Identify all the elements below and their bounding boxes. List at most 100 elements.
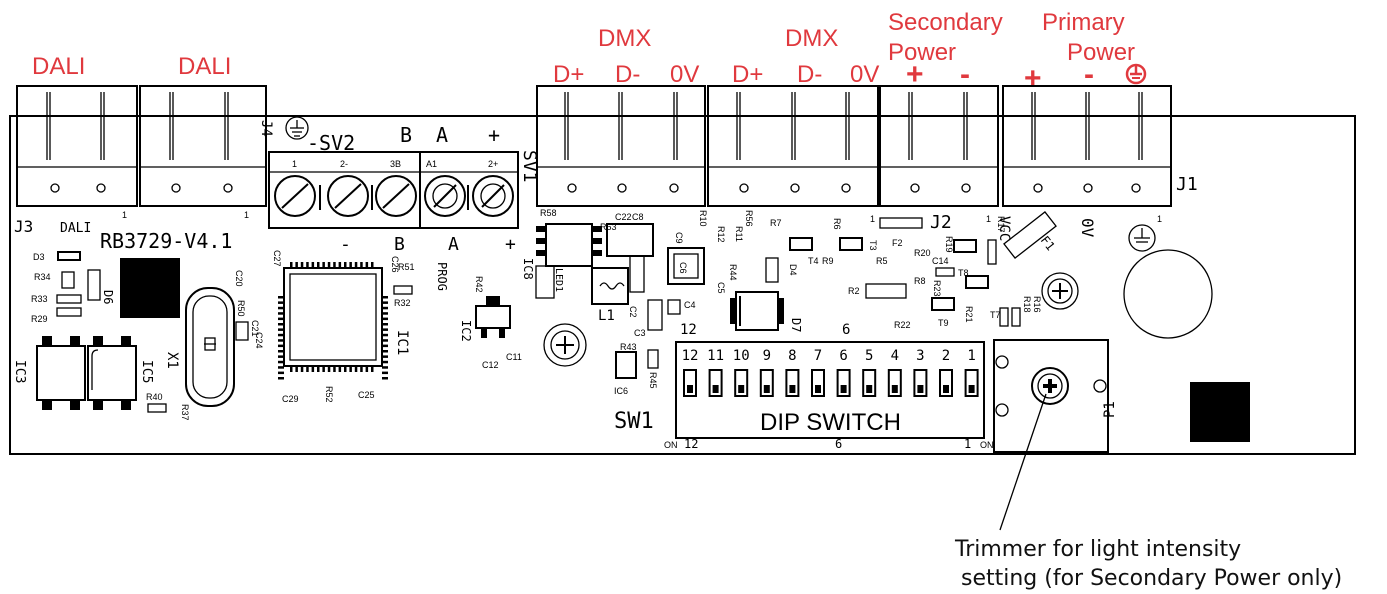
- sv2-screw-terminal: [268, 151, 519, 229]
- dip-lever-6[interactable]: [836, 369, 851, 397]
- transistor-near-r17: [953, 239, 977, 253]
- dip-lever-8[interactable]: [785, 369, 800, 397]
- resistor-r-top: [879, 217, 923, 229]
- r33-resistor: [56, 294, 82, 304]
- dip-number-12: 12: [682, 348, 699, 364]
- dip-lever-knob-12: [687, 385, 693, 393]
- r8-label: R8: [914, 276, 926, 286]
- dip-top-12: 12: [680, 322, 697, 338]
- secondary-pin-minus: -: [960, 58, 970, 91]
- c4-label: C4: [684, 300, 696, 310]
- r32-resistor: [393, 285, 413, 295]
- ic5-chip: [87, 336, 137, 410]
- dip-lever-1[interactable]: [964, 369, 979, 397]
- dip-lever-9[interactable]: [759, 369, 774, 397]
- r20-label: R20: [914, 248, 931, 258]
- c14-label: C14: [932, 256, 949, 266]
- r2-label: R2: [848, 286, 860, 296]
- board-version-label: RB3729-V4.1: [100, 229, 232, 253]
- ic5-label: IC5: [139, 360, 154, 383]
- sv2-bottom-plus: +: [505, 234, 516, 255]
- dip-lever-10[interactable]: [734, 369, 749, 397]
- dip-lever-4[interactable]: [887, 369, 902, 397]
- r37-label: R37: [180, 404, 190, 421]
- r40-resistor: [147, 403, 167, 413]
- dip-number-5: 5: [865, 348, 873, 364]
- dali-label-2: DALI: [178, 53, 231, 80]
- ic6-label: IC6: [614, 386, 628, 396]
- j1-pin1: 1: [1157, 214, 1162, 224]
- d6-label: D6: [101, 290, 115, 304]
- dip-lever-11[interactable]: [708, 369, 723, 397]
- c6-label: C6: [678, 262, 688, 274]
- c26-label: C26: [390, 256, 400, 273]
- dmx1-pin-0v: 0V: [670, 61, 699, 88]
- r52-label: R52: [324, 386, 334, 403]
- dip-lever-7[interactable]: [811, 369, 825, 397]
- c11-label: C11: [506, 352, 522, 362]
- led1: [535, 265, 555, 299]
- sw1-label: SW1: [614, 409, 654, 434]
- primary-pin-plus: +: [1024, 62, 1042, 95]
- j4-label: J4: [258, 120, 274, 137]
- c4-capacitor: [667, 299, 681, 315]
- c21-capacitor: [235, 321, 249, 341]
- pcb-outline: [9, 115, 1356, 455]
- dali-label-1: DALI: [32, 53, 85, 80]
- component-black-square-left: [120, 258, 180, 318]
- t4-label: T4: [808, 256, 819, 266]
- c24-label: C24: [254, 332, 264, 349]
- d6-diode: [87, 269, 101, 301]
- sv2-header-b: B: [400, 123, 412, 147]
- c20-label: C20: [234, 270, 244, 287]
- ic8-chip: [536, 223, 602, 267]
- dip-lever-knob-2: [943, 385, 949, 393]
- dip-lever-2[interactable]: [939, 369, 953, 397]
- dip-lever-knob-8: [789, 385, 796, 393]
- c8-label: C8: [632, 212, 644, 222]
- dip-number-6: 6: [839, 348, 847, 364]
- ground-symbol-red-icon: [1125, 63, 1147, 85]
- c27-label: C27: [272, 250, 282, 267]
- sv2-pin-2: 2-: [340, 159, 348, 169]
- c29-label: C29: [282, 394, 299, 404]
- r9-label: R9: [822, 256, 834, 266]
- dip-bottom-12: 12: [684, 437, 698, 451]
- j1-label: J1: [1176, 174, 1198, 195]
- dmx-terminal-1: [536, 85, 706, 207]
- c9-label: C9: [674, 232, 684, 244]
- trimmer-p1[interactable]: [993, 339, 1109, 453]
- trimmer-knob-icon[interactable]: [1031, 367, 1069, 405]
- c25-label: C25: [358, 390, 375, 400]
- r18-resistor: [999, 307, 1009, 327]
- r22-label: R22: [894, 320, 911, 330]
- fuse-f1: [1003, 210, 1057, 260]
- dali-terminal-2: [139, 85, 267, 207]
- sv1-pin-2plus: 2+: [488, 159, 498, 169]
- ic1-label: IC1: [394, 330, 410, 355]
- r10-label: R10: [698, 210, 708, 227]
- sv2-header-minus: -SV2: [307, 131, 355, 155]
- x1-label: X1: [164, 352, 180, 369]
- r45-resistor: [647, 349, 659, 369]
- r53-label: R53: [600, 222, 617, 232]
- r44-label: R44: [728, 264, 738, 281]
- sv2-bottom-a: A: [448, 234, 459, 255]
- dip-lever-3[interactable]: [913, 369, 928, 397]
- dip-number-11: 11: [707, 348, 724, 364]
- c3-label: C3: [634, 328, 646, 338]
- dip-lever-5[interactable]: [862, 369, 877, 397]
- r45-label: R45: [648, 372, 658, 389]
- dip-lever-12[interactable]: [683, 369, 697, 397]
- diode-d7: [730, 291, 784, 331]
- dip-number-9: 9: [763, 348, 771, 364]
- qfn-chip: [667, 247, 705, 285]
- component-black-square-right: [1190, 382, 1250, 442]
- d4-diode: [765, 257, 779, 283]
- f2-label: F2: [892, 238, 903, 248]
- mount-screw-center-icon: [543, 323, 587, 367]
- sv2-bottom-minus: -: [340, 234, 351, 255]
- d3-label: D3: [33, 252, 45, 262]
